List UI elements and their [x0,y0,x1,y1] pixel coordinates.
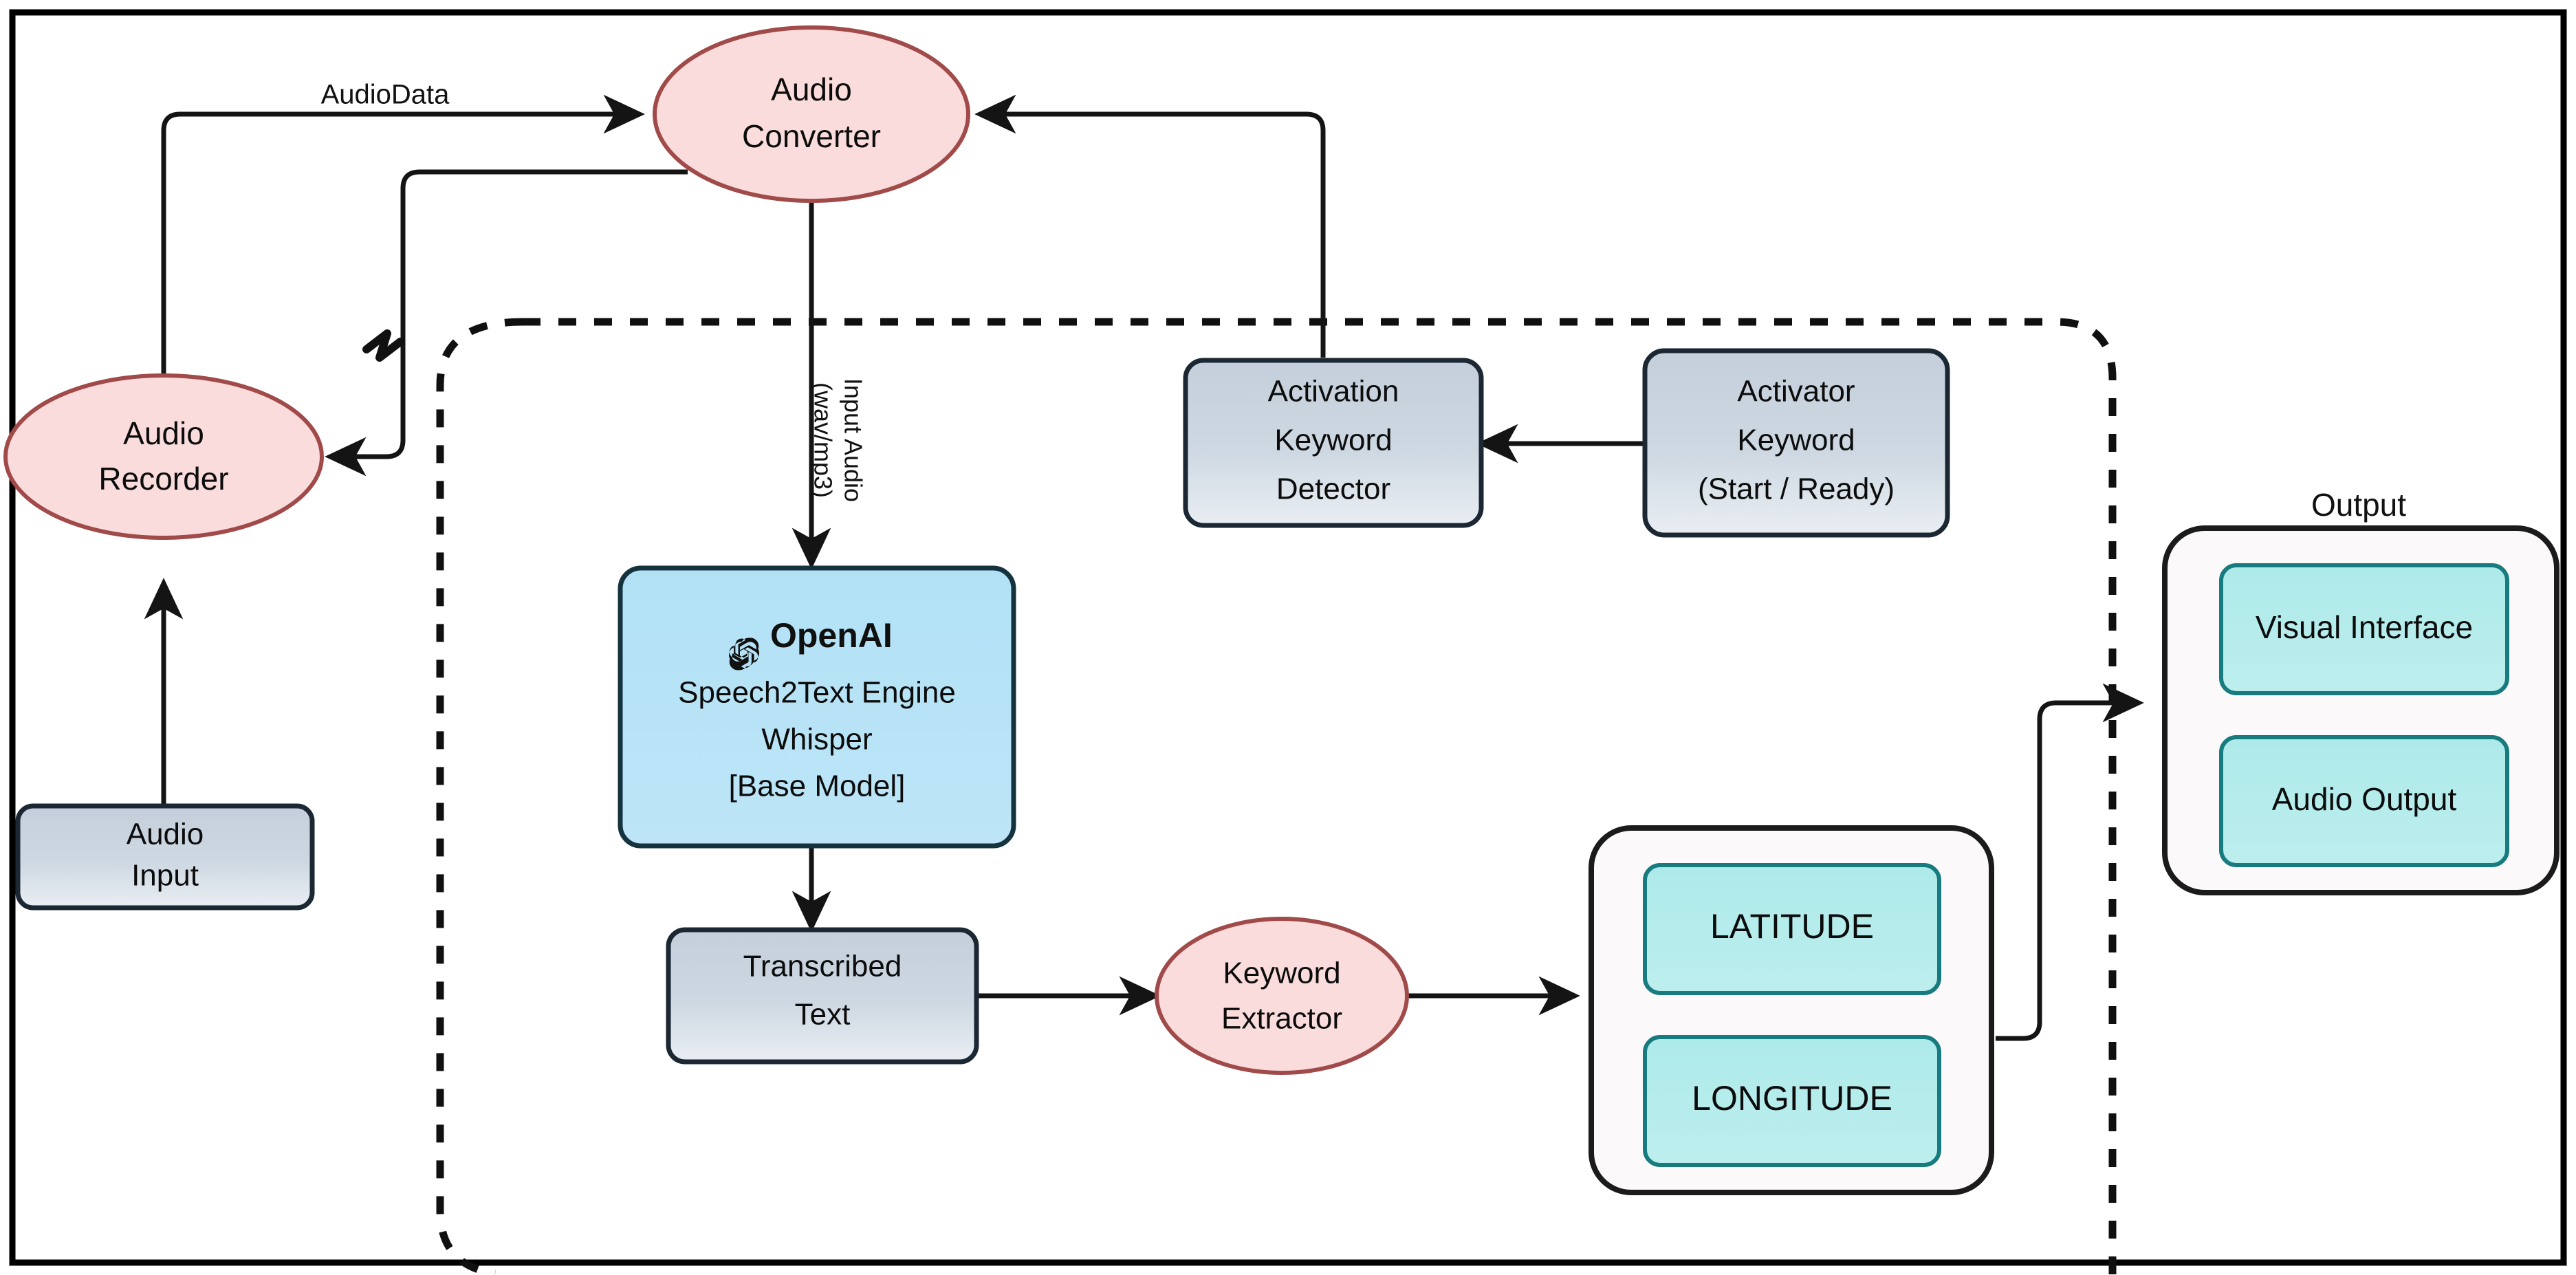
audio-input-label-2: Input [131,859,199,893]
outer-frame [9,9,2567,1266]
activator-keyword-label-3: (Start / Ready) [1698,472,1895,506]
node-audio-recorder[interactable]: Audio Recorder [3,373,324,540]
activation-keyword-detector-shape [1183,358,1484,528]
longitude-shape [1643,1035,1941,1167]
edge-label-audiodata: AudioData [321,80,450,110]
activator-keyword-label-1: Activator [1737,375,1855,408]
node-audio-input[interactable]: Audio Input [15,803,315,911]
keyword-extractor-label-1: Keyword [1223,957,1340,990]
edge-detector-to-converter [974,94,1326,358]
output-group-title: Output [2311,487,2406,523]
whisper-engine-shape [618,565,1016,849]
latitude-shape [1643,863,1941,995]
whisper-label-2: Whisper [761,723,872,756]
coordinate-item-longitude[interactable]: LONGITUDE [1643,1035,1941,1167]
keyword-extractor-label-2: Extractor [1221,1002,1342,1036]
activator-keyword-label-2: Keyword [1737,424,1855,457]
whisper-label-1: Speech2Text Engine [678,676,956,710]
coordinates-group: LATITUDE LONGITUDE [1589,825,1994,1195]
dashed-region-boundary-left [436,318,523,1275]
transcribed-text-label-2: Text [795,998,851,1032]
audio-converter-label-1: Audio [771,72,852,107]
node-keyword-extractor[interactable]: Keyword Extractor [1155,917,1409,1075]
whisper-label-3: [Base Model] [729,770,906,803]
output-item-audio-output[interactable]: Audio Output [2219,735,2509,867]
edge-converter-to-recorder [325,169,688,477]
visual-interface-label: Visual Interface [2256,609,2473,645]
node-activation-keyword-detector[interactable]: Activation Keyword Detector [1183,358,1484,528]
audio-converter-label-2: Converter [742,118,881,154]
audio-output-shape [2219,735,2509,867]
audio-converter-shape [653,25,970,203]
line-jump-icon [362,329,404,362]
keyword-extractor-shape [1155,917,1409,1075]
node-whisper-engine[interactable]: OpenAI Speech2Text Engine Whisper [Base … [618,565,1016,849]
audio-output-label: Audio Output [2272,781,2457,817]
node-audio-converter[interactable]: Audio Converter [653,25,970,203]
activation-keyword-detector-label-1: Activation [1268,375,1399,408]
whisper-brand-label: OpenAI [770,616,893,655]
transcribed-text-label-1: Transcribed [743,950,902,983]
activator-keyword-shape [1642,348,1950,538]
edge-coordinates-to-output [1996,683,2144,1041]
node-activator-keyword[interactable]: Activator Keyword (Start / Ready) [1642,348,1950,538]
transcribed-text-shape [666,927,979,1065]
output-group: Output Visual Interface Audio Output [2162,487,2559,895]
audio-recorder-label-2: Recorder [98,461,228,497]
openai-logo-icon [728,638,760,671]
audio-input-shape [15,803,315,911]
longitude-label: LONGITUDE [1692,1079,1892,1118]
edge-recorder-to-converter [161,94,645,468]
visual-interface-shape [2219,563,2509,695]
output-item-visual-interface[interactable]: Visual Interface [2219,563,2509,695]
activation-keyword-detector-label-2: Keyword [1274,424,1392,457]
audio-recorder-label-1: Audio [123,415,204,451]
audio-recorder-shape [3,373,324,540]
latitude-label: LATITUDE [1710,907,1874,946]
node-transcribed-text[interactable]: Transcribed Text [666,927,979,1065]
edge-label-input-audio-format: (wav/mp3) [809,382,837,498]
dashed-region-boundary-right [523,318,2117,1275]
edge-label-input-audio-group: Input Audio (wav/mp3) [809,378,867,502]
edge-label-input-audio: Input Audio [839,378,867,502]
activation-keyword-detector-label-3: Detector [1276,472,1390,506]
audio-input-label-1: Audio [127,818,204,851]
coordinate-item-latitude[interactable]: LATITUDE [1643,863,1941,995]
